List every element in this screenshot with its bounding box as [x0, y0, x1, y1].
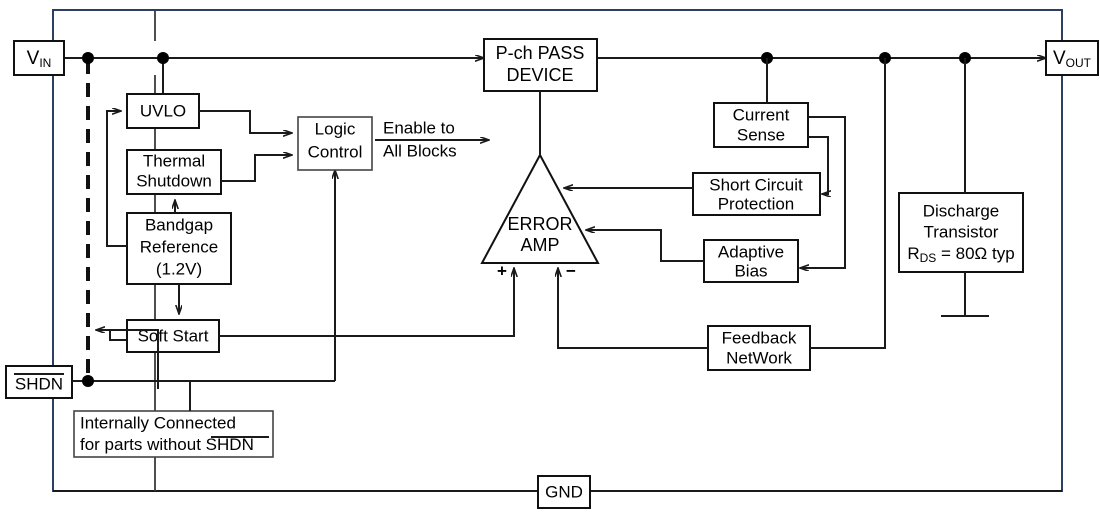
block-uvlo[interactable]: UVLO	[126, 93, 200, 129]
port-vin[interactable]: VIN	[13, 40, 65, 76]
softstart-enable-return-wire	[96, 330, 159, 389]
erroramp-line1: ERROR	[507, 214, 572, 234]
vout-sub: OUT	[1066, 56, 1092, 70]
block-feedback-network[interactable]: Feedback NetWork	[707, 325, 811, 371]
logic-line2: Control	[308, 142, 363, 161]
pass-line2: DEVICE	[506, 65, 573, 85]
block-current-sense[interactable]: Current Sense	[713, 102, 809, 148]
shortcircuit-line2: Protection	[718, 194, 795, 213]
svg-text:for parts without SHDN: for parts without SHDN	[80, 435, 254, 454]
svg-text:VOUT: VOUT	[1053, 48, 1092, 70]
discharge-line2: Transistor	[924, 222, 999, 241]
block-pass-device[interactable]: P-ch PASS DEVICE	[483, 38, 598, 92]
adaptive-line2: Bias	[734, 261, 767, 280]
erroramp-minus: −	[566, 261, 576, 280]
block-logic-control[interactable]: Logic Control	[297, 116, 373, 171]
adaptive-line1: Adaptive	[718, 242, 784, 261]
svg-text:VIN: VIN	[27, 48, 52, 70]
softstart-label: Soft Start	[138, 326, 209, 345]
vin-sub: IN	[39, 56, 51, 70]
adaptivebias-to-erroramp-wire	[586, 230, 704, 262]
block-discharge-transistor[interactable]: Discharge Transistor RDS = 80Ω typ	[898, 192, 1024, 273]
discharge-r-label: R	[907, 244, 919, 263]
discharge-r-value: = 80Ω typ	[936, 244, 1014, 263]
logic-line1: Logic	[315, 119, 356, 138]
current-sense-routing	[800, 116, 846, 268]
svg-text:RDS = 80Ω typ: RDS = 80Ω typ	[907, 244, 1014, 265]
vout-label: V	[1053, 48, 1066, 69]
right-side-taps	[766, 58, 966, 349]
bandgap-line2: Reference	[140, 237, 218, 256]
internal-note-box: Internally Connected for parts without S…	[73, 381, 274, 458]
cursense-line1: Current	[733, 105, 790, 124]
uvlo-to-logic-wire	[199, 110, 292, 133]
bandgap-to-uvlo-wire	[106, 111, 127, 247]
port-gnd[interactable]: GND	[537, 475, 591, 509]
softstart-to-erroramp-wire	[219, 268, 514, 337]
bandgap-line1: Bandgap	[145, 215, 213, 234]
uvlo-label: UVLO	[140, 101, 186, 120]
block-short-circuit-protection[interactable]: Short Circuit Protection	[692, 172, 821, 216]
feedback-to-erroramp-wire	[558, 268, 708, 349]
vin-label: V	[27, 48, 40, 69]
erroramp-line2: AMP	[520, 235, 559, 255]
thermal-line1: Thermal	[143, 151, 205, 170]
cursense-line2: Sense	[737, 125, 785, 144]
note-line2-prefix: for parts without	[80, 435, 206, 454]
bandgap-line3: (1.2V)	[156, 259, 202, 278]
discharge-r-sub: DS	[920, 251, 937, 265]
thermal-line2: Shutdown	[136, 171, 212, 190]
enable-annotation: Enable to All Blocks	[375, 118, 489, 160]
feedback-line1: Feedback	[722, 328, 797, 347]
port-shdn[interactable]: SHDN	[5, 365, 73, 399]
block-error-amp[interactable]: ERROR AMP + −	[480, 152, 600, 280]
enable-line1: Enable to	[383, 118, 455, 137]
thermal-to-logic-wire	[221, 155, 292, 182]
dot-vin-node	[82, 52, 94, 64]
feedback-line2: NetWork	[726, 348, 792, 367]
block-thermal-shutdown[interactable]: Thermal Shutdown	[126, 149, 222, 195]
dot-shdn-node	[82, 375, 94, 387]
discharge-ground-wire	[941, 272, 989, 317]
block-bandgap-reference[interactable]: Bandgap Reference (1.2V)	[126, 212, 232, 285]
erroramp-plus: +	[497, 261, 507, 280]
note-line1: Internally Connected	[80, 413, 236, 432]
shortcircuit-line1: Short Circuit	[709, 175, 803, 194]
pass-line1: P-ch PASS	[496, 43, 585, 63]
port-vout[interactable]: VOUT	[1045, 40, 1099, 76]
block-adaptive-bias[interactable]: Adaptive Bias	[703, 239, 799, 283]
shdn-label: SHDN	[15, 374, 63, 393]
enable-line2: All Blocks	[383, 141, 457, 160]
discharge-line1: Discharge	[923, 201, 1000, 220]
note-line2-shdn: SHDN	[206, 435, 254, 454]
shdn-bus-wire	[72, 170, 335, 382]
block-soft-start[interactable]: Soft Start	[126, 319, 220, 353]
dot-uvlo-tap	[157, 52, 169, 64]
gnd-label: GND	[545, 482, 583, 501]
